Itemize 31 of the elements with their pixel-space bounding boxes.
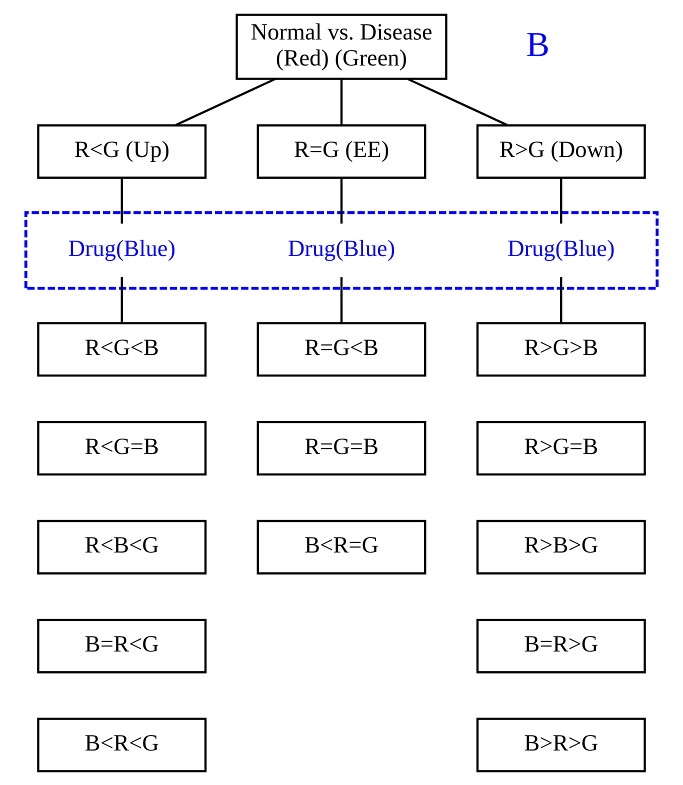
node-box: R>B>G: [476, 519, 646, 574]
node-text: Drug(Blue): [508, 235, 615, 262]
node-box: R=G (EE): [256, 124, 426, 178]
label: B: [526, 24, 550, 64]
node-box: R>G (Down): [476, 124, 646, 178]
connector: [340, 276, 343, 322]
node-box: R<G=B: [37, 420, 207, 476]
connector: [560, 178, 562, 224]
node-box: B>R>G: [476, 717, 646, 772]
node-box: R>G=B: [476, 420, 646, 476]
node-box: B<R=G: [256, 519, 426, 574]
node-box: B=R>G: [476, 618, 646, 673]
connector: [120, 276, 123, 322]
connector: [340, 178, 343, 224]
node-box: R<G<B: [37, 322, 207, 376]
node-box: R>G>B: [476, 322, 646, 376]
connector: [120, 178, 123, 224]
node-box: R<G (Up): [37, 124, 207, 178]
connector: [340, 78, 343, 125]
node-box: R<B<G: [37, 519, 207, 574]
connector: [175, 77, 276, 126]
node-text: Drug(Blue): [68, 235, 176, 262]
connector: [560, 276, 562, 322]
node-text: Drug(Blue): [288, 235, 396, 262]
node-box: R=G=B: [256, 420, 426, 476]
node-box: B=R<G: [37, 618, 207, 673]
node-box: B<R<G: [37, 717, 207, 772]
connector: [406, 77, 508, 126]
node-box: R=G<B: [256, 322, 426, 376]
node-box: Normal vs. Disease (Red) (Green): [236, 13, 448, 80]
cluster: [24, 210, 659, 290]
